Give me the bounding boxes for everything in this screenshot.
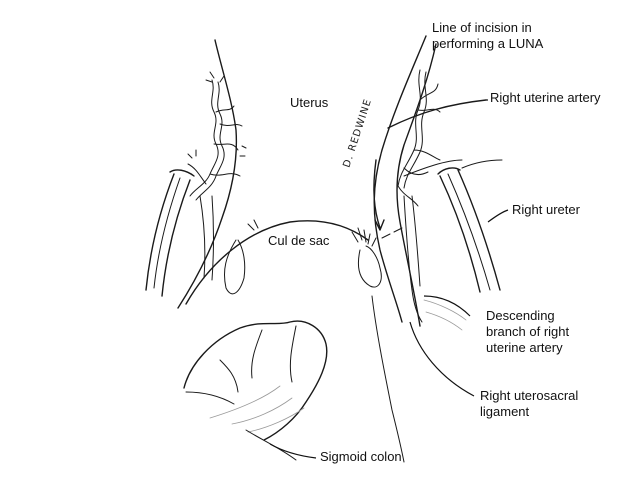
incision-ticks [381, 227, 403, 239]
incision-arrowhead [374, 219, 385, 231]
label-descending-branch-3: uterine artery [486, 340, 563, 355]
left-uterine-vessels [187, 79, 243, 197]
descending-branch [403, 195, 423, 323]
uterosacral-fold [357, 245, 382, 288]
leader-descending-branch [423, 295, 471, 317]
right-ureter-outer [439, 169, 501, 293]
left-ligament [199, 195, 214, 281]
label-incision-line-1: Line of incision in [432, 20, 532, 35]
incision-line [373, 35, 427, 323]
label-right-uterine-artery: Right uterine artery [490, 90, 601, 105]
descending-faint [423, 299, 467, 331]
label-uterosacral-2: ligament [480, 404, 530, 419]
right-uterine-artery-branch [403, 159, 463, 177]
uterus-right-edge [396, 43, 437, 327]
sigmoid-colon-outline [183, 320, 328, 441]
left-vessel-tufts [187, 71, 247, 159]
incision-arrow [373, 159, 381, 229]
right-ureter-cap [437, 167, 461, 175]
right-uterine-artery [387, 99, 487, 129]
right-vessel-doubled [403, 71, 427, 189]
leader-right-ureter [487, 209, 509, 223]
uterosacral-line [371, 295, 405, 463]
sigmoid-colon-faint [209, 385, 305, 433]
cul-de-sac-curve [185, 220, 369, 305]
label-incision-line-2: performing a LUNA [432, 36, 544, 51]
label-right-ureter: Right ureter [512, 202, 580, 217]
label-cul-de-sac: Cul de sac [268, 233, 330, 248]
right-uterine-vessels [397, 69, 441, 207]
label-uterus: Uterus [290, 95, 329, 110]
label-sigmoid-colon: Sigmoid colon [320, 449, 402, 464]
label-descending-branch-2: branch of right [486, 324, 570, 339]
label-descending-branch-1: Descending [486, 308, 555, 323]
right-ureter-top [461, 159, 503, 169]
leader-sigmoid [269, 443, 317, 459]
cul-de-sac-tuft [247, 219, 377, 247]
label-uterosacral-1: Right uterosacral [480, 388, 579, 403]
left-ureter-outer [145, 173, 191, 297]
right-ureter-inner [447, 173, 491, 291]
left-ureter-cap [169, 169, 195, 177]
left-ureter-inner [153, 177, 181, 289]
sigmoid-colon-haustra [185, 325, 297, 405]
uterus-left-edge [177, 39, 238, 309]
leader-uterosacral [409, 321, 475, 397]
left-fold [223, 239, 246, 295]
left-vessel-doubled [195, 81, 225, 201]
